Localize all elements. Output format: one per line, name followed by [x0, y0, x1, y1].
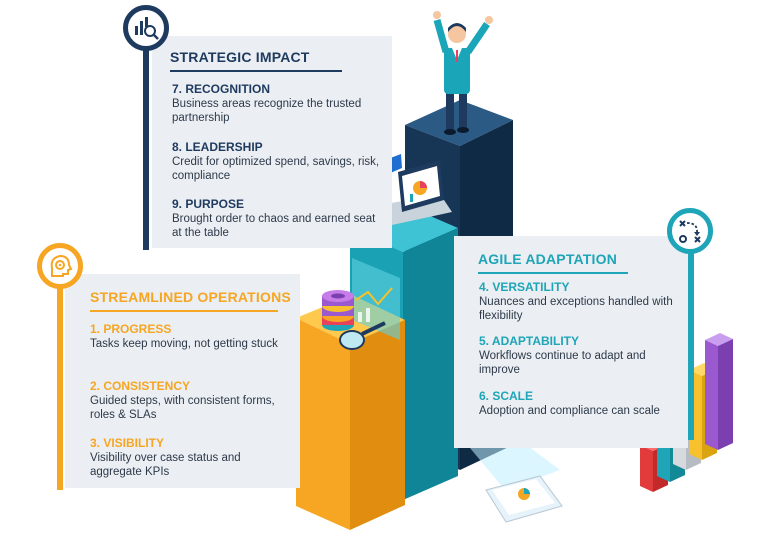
- businessman-illustration: [433, 11, 493, 135]
- item-title: 5. ADAPTABILITY: [479, 334, 580, 348]
- agile-title-underline: [478, 272, 628, 274]
- phone-illustration: [470, 440, 563, 523]
- strategic-item-recognition: 7. RECOGNITION Business areas recognize …: [172, 82, 387, 125]
- strategic-impact-panel: STRATEGIC IMPACT 7. RECOGNITION Business…: [152, 36, 392, 248]
- strategic-connector-line: [143, 40, 149, 250]
- strategic-item-leadership: 8. LEADERSHIP Credit for optimized spend…: [172, 140, 387, 183]
- strategy-play-icon: [667, 208, 713, 254]
- item-title: 2. CONSISTENCY: [90, 379, 191, 393]
- item-description: Adoption and compliance can scale: [479, 405, 660, 417]
- streamlined-operations-title: STREAMLINED OPERATIONS: [90, 289, 291, 305]
- agile-item-scale: 6. SCALE Adoption and compliance can sca…: [479, 389, 679, 418]
- streamlined-title-underline: [90, 310, 278, 312]
- item-title: 3. VISIBILITY: [90, 436, 165, 450]
- item-description: Workflows continue to adapt and improve: [479, 350, 646, 376]
- strategic-item-purpose: 9. PURPOSE Brought order to chaos and ea…: [172, 197, 387, 240]
- item-description: Nuances and exceptions handled with flex…: [479, 296, 673, 322]
- streamlined-item-consistency: 2. CONSISTENCY Guided steps, with consis…: [90, 379, 290, 422]
- chart-magnifier-icon: [123, 5, 169, 51]
- item-title: 8. LEADERSHIP: [172, 140, 263, 154]
- streamlined-item-progress: 1. PROGRESS Tasks keep moving, not getti…: [90, 322, 290, 351]
- item-title: 7. RECOGNITION: [172, 82, 271, 96]
- streamlined-operations-panel: STREAMLINED OPERATIONS 1. PROGRESS Tasks…: [65, 274, 300, 488]
- item-description: Visibility over case status and aggregat…: [90, 452, 241, 478]
- gear-head-icon: [37, 243, 83, 289]
- agile-adaptation-panel: AGILE ADAPTATION 4. VERSATILITY Nuances …: [454, 236, 688, 448]
- agile-item-adaptability: 5. ADAPTABILITY Workflows continue to ad…: [479, 334, 679, 377]
- item-description: Credit for optimized spend, savings, ris…: [172, 156, 380, 182]
- dashboard-screen-illustration: [352, 258, 400, 340]
- strategic-title-underline: [170, 70, 342, 72]
- item-description: Guided steps, with consistent forms, rol…: [90, 395, 275, 421]
- item-title: 6. SCALE: [479, 389, 534, 403]
- item-description: Business areas recognize the trusted par…: [172, 98, 362, 124]
- orange-block: [296, 295, 405, 530]
- item-description: Brought order to chaos and earned seat a…: [172, 213, 376, 239]
- agile-item-versatility: 4. VERSATILITY Nuances and exceptions ha…: [479, 280, 679, 323]
- strategic-impact-title: STRATEGIC IMPACT: [170, 49, 310, 65]
- item-description: Tasks keep moving, not getting stuck: [90, 338, 278, 350]
- item-title: 4. VERSATILITY: [479, 280, 570, 294]
- coin-stack-illustration: [322, 290, 354, 331]
- agile-connector-line: [688, 240, 694, 440]
- streamlined-connector-line: [57, 272, 63, 490]
- magnifier-illustration: [339, 321, 386, 350]
- item-title: 9. PURPOSE: [172, 197, 245, 211]
- item-title: 1. PROGRESS: [90, 322, 172, 336]
- streamlined-item-visibility: 3. VISIBILITY Visibility over case statu…: [90, 436, 290, 479]
- agile-adaptation-title: AGILE ADAPTATION: [478, 251, 618, 267]
